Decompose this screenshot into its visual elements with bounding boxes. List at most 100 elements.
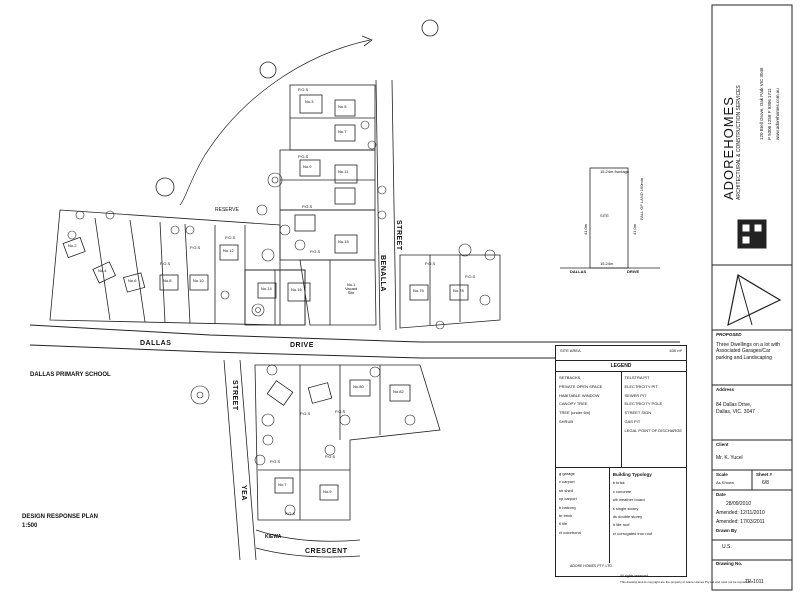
drawn-by-label: Drawn By [716, 528, 737, 533]
lot-label: No.10 [193, 278, 204, 283]
street-label-benalla: BENALLA [379, 255, 386, 292]
abbrev-item: cp carport [559, 496, 577, 502]
lot-label: No.5 [338, 104, 347, 109]
pos-label: P.O.S [298, 87, 309, 92]
plan-title: DESIGN RESPONSE PLAN [22, 514, 99, 520]
legend-item: GAS PIT [624, 418, 641, 424]
date-label: Date [716, 492, 726, 497]
school-label: DALLAS PRIMARY SCHOOL [30, 372, 111, 378]
proposed-label: PROPOSED [716, 332, 742, 337]
abbrev-item: b balcony [559, 504, 577, 510]
plan-scale: 1:500 [22, 523, 38, 529]
amended-1: Amended: 12/11/2010 [716, 510, 765, 516]
street-label-yea: YEA [240, 485, 247, 501]
abbrev-item: tl tile [559, 521, 568, 527]
legend-footer: ADORE HOMES PTY. LTD. [570, 564, 613, 568]
lot-label: No.2 [68, 243, 77, 248]
drawing-no-label: Drawing No. [716, 561, 743, 566]
north-arc [179, 39, 371, 206]
sheet-label: Sheet # [756, 472, 773, 477]
abbrev-item: sh shed [559, 487, 574, 493]
site-area-row: SITE AREA 630 m² [556, 346, 686, 361]
site-bottom-dimension: 15.24m [600, 261, 614, 266]
legend-title: LEGEND [556, 361, 686, 372]
site-road-dallas: DALLAS [570, 269, 587, 274]
legend-item: TREE (under 6m) [559, 410, 591, 416]
street-label-upper: STREET [395, 220, 402, 251]
company-tagline: ARCHITECTURAL & CONSTRUCTION SERVICES [736, 85, 742, 200]
lot-label: No.7 [278, 482, 287, 487]
lot-label: No.3 [305, 99, 314, 104]
legend-typology: g garage c carport sh shed cp carport b … [556, 468, 686, 563]
pos-label: P.O.S [270, 459, 281, 464]
construction-item: s single storey [612, 505, 639, 511]
site-top-note: 15.24m frontage [600, 169, 630, 174]
sheet-value: 6/8 [762, 480, 769, 486]
abbrev-column: g garage c carport sh shed cp carport b … [556, 468, 610, 563]
site-right-dimension: 41.0m [632, 223, 637, 235]
lot-label: No.9 [303, 164, 312, 169]
construction-item: cr corrugated iron roof [612, 530, 653, 536]
lot-label: No.12 [223, 248, 234, 253]
fall-label: FALL OF LAND 190mm [639, 177, 644, 220]
street-label-left: STREET [231, 380, 238, 411]
legend-item: SEWER PIT [624, 392, 647, 398]
project-description: Three Dwellings on a lot with Associated… [716, 342, 780, 361]
site-road-drive: DRIVE [627, 269, 640, 274]
company-name: ADOREHOMES [721, 96, 736, 200]
construction-item: tr tile roof [612, 522, 630, 528]
street-label-kiewa: KIEWA [265, 534, 282, 540]
site-boundary [589, 167, 629, 269]
pos-label: P.O.S [425, 261, 436, 266]
construction-item: c concrete [612, 488, 632, 494]
legend-right-column: TELSTRA PIT ELECTRICITY PIT SEWER PIT EL… [622, 372, 687, 467]
pos-label: P.O.S [190, 245, 201, 250]
legend-box: SITE AREA 630 m² LEGEND SETBACKS PRIVATE… [555, 345, 687, 577]
drawn-by-value: U.S. [722, 544, 732, 550]
legend-item: ELECTRICITY POLE [624, 401, 663, 407]
date-value: 28/09/2010 [726, 501, 752, 507]
lot-label: No.76 [413, 288, 424, 293]
pos-label: P.O.S [285, 511, 296, 516]
address-value-line1: 84 Dallas Drive, [716, 402, 752, 408]
lot-label: No.16 [291, 287, 302, 292]
pos-label: P.O.S [160, 261, 171, 266]
site-label: SITE [600, 213, 609, 218]
street-label-crescent: CRESCENT [305, 548, 348, 555]
company-phone: P 9306 1258 F 9306 1711 [767, 88, 772, 140]
construction-item: wb weather board [612, 497, 645, 503]
lot-label: No.9 [323, 489, 332, 494]
address-label: Address [716, 387, 735, 392]
abbrev-item: c carport [559, 479, 575, 485]
copyright-line2: This drawing and its copyright are the p… [620, 580, 753, 584]
legend-items: SETBACKS PRIVATE OPEN SPACE HABITABLE WI… [556, 372, 686, 468]
lot-label: No.14 [261, 286, 272, 291]
pos-label: P.O.S [325, 454, 336, 459]
reserve-label: RESERVE [215, 207, 239, 213]
abbrev-item: br brick [559, 512, 573, 518]
pos-label: P.O.S [298, 154, 309, 159]
company-website: www.adorehomes.com.au [775, 88, 780, 140]
construction-item: ds double storey [612, 514, 643, 519]
lot-label: No.7 [338, 129, 347, 134]
legend-item: PRIVATE OPEN SPACE [559, 383, 603, 389]
scale-value: As Shown [716, 480, 735, 485]
lot-label: No.82 [393, 389, 404, 394]
legend-item: SETBACKS [559, 375, 581, 380]
legend-item: HABITABLE WINDOW [559, 392, 600, 398]
abbrev-item: ct colorbond [559, 529, 581, 535]
pos-label: P.O.S [335, 409, 346, 414]
pos-label: P.O.S [465, 274, 476, 279]
client-value: Mr. K. Yucel [716, 455, 743, 461]
street-label-dallas: DALLAS [140, 340, 172, 347]
scale-label: Scale [716, 472, 728, 477]
pos-label: P.O.S [300, 411, 311, 416]
legend-item: LEGAL POINT OF DISCHARGE [624, 427, 683, 433]
lot-label: No.6 [128, 278, 137, 283]
pos-label: P.O.S [302, 204, 313, 209]
pos-label: P.O.S [225, 235, 236, 240]
street-label-drive: DRIVE [290, 342, 314, 349]
vacant-site-label: No.1 Vacant Site [345, 282, 358, 295]
pos-label: P.O.S [310, 249, 321, 254]
